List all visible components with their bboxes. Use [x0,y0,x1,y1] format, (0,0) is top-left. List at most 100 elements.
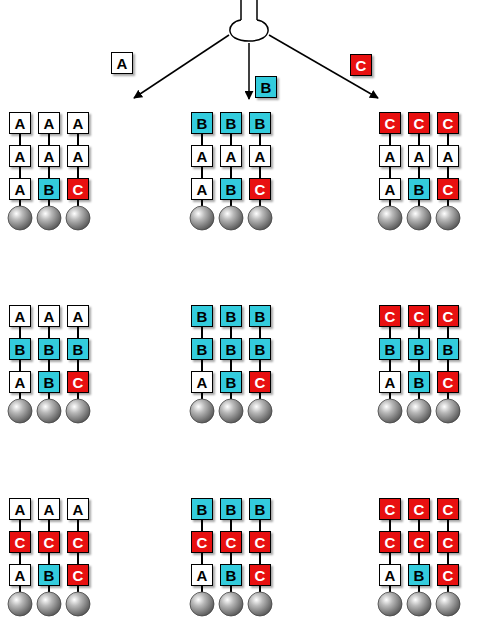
linker [418,393,420,399]
resin-bead [248,586,272,616]
monomer-box: A [38,145,60,167]
linker [48,393,50,399]
chain-bond [447,520,449,531]
reagent-label: C [350,54,372,76]
chain-bond [201,360,203,371]
monomer-letter: C [443,535,454,550]
monomer-box: A [379,371,401,393]
monomer-letter: C [15,535,26,550]
monomer-box: C [437,112,459,134]
monomer-letter: B [197,502,208,517]
monomer-box: B [67,338,89,360]
linker [201,200,203,206]
monomer-letter: B [226,375,237,390]
monomer-box: C [437,564,459,586]
bead-sphere [190,206,214,230]
bead-sphere [66,592,90,616]
monomer-letter: C [255,375,266,390]
linker [230,200,232,206]
resin-bead [190,393,214,423]
monomer-box: C [437,531,459,553]
chain-bond [447,327,449,338]
resin-bead [378,200,402,230]
chain-bond [447,134,449,145]
chain-bond [230,553,232,564]
chain-bond [418,553,420,564]
resin-bead [37,200,61,230]
reagent-letter: B [261,80,272,95]
monomer-letter: B [226,182,237,197]
monomer-box: C [408,531,430,553]
resin-bead [37,586,61,616]
chain-bond [389,134,391,145]
monomer-box: A [9,305,31,327]
bead-sphere [8,399,32,423]
monomer-box: C [67,371,89,393]
monomer-box: A [67,112,89,134]
chain-bond [77,327,79,338]
monomer-letter: A [414,149,425,164]
monomer-box: A [9,178,31,200]
resin-bead [407,586,431,616]
monomer-box: B [220,112,242,134]
resin-bead [219,393,243,423]
linker [77,586,79,592]
chain-bond [230,360,232,371]
monomer-letter: A [15,375,26,390]
monomer-letter: B [44,375,55,390]
chain-bond [48,327,50,338]
chain-bond [19,360,21,371]
monomer-letter: B [197,309,208,324]
chain-bond [418,167,420,178]
resin-bead [8,200,32,230]
monomer-letter: A [44,116,55,131]
monomer-box: A [437,145,459,167]
resin-bead [66,200,90,230]
linker [48,200,50,206]
linker [19,200,21,206]
monomer-letter: B [255,116,266,131]
monomer-letter: A [73,149,84,164]
linker [77,393,79,399]
chain-bond [418,360,420,371]
linker [259,393,261,399]
monomer-box: C [408,305,430,327]
monomer-box: A [67,498,89,520]
chain-bond [19,553,21,564]
monomer-letter: C [443,116,454,131]
linker [230,393,232,399]
bead-sphere [436,592,460,616]
monomer-letter: C [197,535,208,550]
chain-bond [389,520,391,531]
bead-sphere [219,206,243,230]
monomer-box: B [408,564,430,586]
vessel-neck [256,0,258,20]
monomer-box: C [379,305,401,327]
linker [19,586,21,592]
monomer-letter: B [385,342,396,357]
monomer-letter: A [73,502,84,517]
chain-bond [48,360,50,371]
monomer-letter: B [73,342,84,357]
chain-bond [389,167,391,178]
monomer-box: A [191,145,213,167]
monomer-box: B [38,178,60,200]
monomer-letter: B [226,309,237,324]
monomer-letter: A [226,149,237,164]
bead-sphere [407,206,431,230]
bead-sphere [378,399,402,423]
resin-bead [66,586,90,616]
bead-sphere [436,206,460,230]
monomer-letter: A [15,182,26,197]
bead-sphere [219,399,243,423]
monomer-letter: C [385,116,396,131]
bead-sphere [248,592,272,616]
chain-bond [259,327,261,338]
chain-bond [447,553,449,564]
monomer-box: C [249,371,271,393]
linker [19,393,21,399]
monomer-box: B [220,338,242,360]
monomer-letter: C [255,535,266,550]
chain-bond [77,134,79,145]
monomer-box: B [220,178,242,200]
